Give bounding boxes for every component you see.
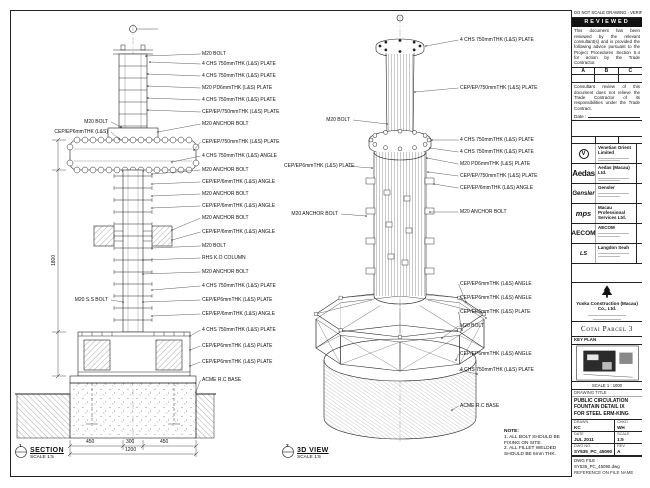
issue-row xyxy=(572,136,642,144)
stamp-space xyxy=(572,121,642,145)
reviewed-date-line xyxy=(588,114,640,119)
key-plan-image xyxy=(575,345,639,381)
file-line: DWG FILE : SY535_PC_45090.dwg xyxy=(574,458,620,470)
contractor-detail-line xyxy=(588,314,626,316)
key-plan-label: KEY PLAN xyxy=(574,337,597,343)
contractor-block: Yuska Construction (Macau) Co., Ltd. xyxy=(572,283,642,323)
revision-box xyxy=(636,224,642,244)
blank-rows xyxy=(572,264,642,283)
meta-rev: REV A xyxy=(615,444,642,456)
contractor-detail-line xyxy=(593,318,621,320)
revision-box xyxy=(636,244,642,264)
meta-drawn: DRAWN KC xyxy=(572,420,616,433)
reviewed-checkbox xyxy=(619,75,642,82)
reviewed-date-label: Date : xyxy=(574,113,587,119)
project-name: Cotai Parcel 3 xyxy=(572,322,642,338)
reviewed-stamp: REVIEWED This document has been reviewed… xyxy=(572,17,642,122)
section-view-drawing xyxy=(15,24,216,458)
reference-line: REFERENCE ON FILE NAME xyxy=(574,469,634,475)
reviewed-checkbox xyxy=(595,74,619,82)
consultant-name: Macau Professional Services Ltd. xyxy=(598,205,627,221)
consultant-name: Venetian Orient Limited xyxy=(598,145,632,156)
reviewed-option-c: C xyxy=(618,68,642,75)
meta-scale: SCALE 1:5 xyxy=(615,432,642,444)
key-plan-row: KEY PLAN xyxy=(572,337,642,345)
key-plan-scale: SCALE 1 : 1000 xyxy=(572,382,642,390)
reviewed-checkbox xyxy=(572,74,596,82)
meta-grid: DRAWN KC CHKD WH DATE JUL 2011 SCALE 1:5… xyxy=(572,420,642,457)
consultant-logo: mps xyxy=(572,204,596,224)
key-plan-thumbnail xyxy=(572,345,642,382)
revision-box xyxy=(636,164,642,184)
reviewed-option-a: A xyxy=(572,67,596,75)
drawing-title: PUBLIC CIRCULATION FOUNTAIN DETAIL IX FO… xyxy=(572,397,642,421)
sheet-note: DO NOT SCALE DRAWING - VERIFY ALL DIMENS… xyxy=(572,10,642,18)
meta-date: DATE JUL 2011 xyxy=(572,432,616,444)
consultant-logo: Gensler xyxy=(572,184,596,204)
consultant-logo: V xyxy=(572,144,596,164)
reviewed-disclaimer: Consultant review of this document does … xyxy=(574,84,640,111)
consultant-name: Langdon Seah xyxy=(598,245,630,251)
contractor-name: Yuska Construction (Macau) Co., Ltd. xyxy=(576,300,638,312)
consultant-logo: Aedas xyxy=(572,164,596,184)
consultant-name: AECOM xyxy=(598,225,615,231)
reviewed-options-table: A B C xyxy=(572,66,642,83)
consultant-logo: AECOM xyxy=(571,224,596,244)
drawing-title-line: PUBLIC CIRCULATION xyxy=(574,397,629,404)
3d-view-drawing xyxy=(282,14,486,458)
reviewed-header: REVIEWED xyxy=(572,17,642,27)
reviewed-body: This document has been reviewed by the r… xyxy=(574,28,640,66)
reviewed-option-b: B xyxy=(595,67,619,75)
meta-chkd: CHKD WH xyxy=(615,420,642,433)
title-block: DO NOT SCALE DRAWING - VERIFY ALL DIMENS… xyxy=(571,10,642,477)
tree-logo-icon xyxy=(601,285,613,298)
reviewed-date-row: Date : xyxy=(572,112,642,120)
drawing-title-line: FOR STEEL ERM-KING xyxy=(574,410,629,417)
consultant-logo: LS xyxy=(572,244,596,264)
consultant-name: Gensler xyxy=(598,185,615,191)
drawing-title-label: DRAWING TITLE xyxy=(572,390,642,397)
revision-box xyxy=(636,184,642,204)
meta-dwg-no: DWG NO. SY535_PC_45090 xyxy=(572,443,616,456)
file-block: DWG FILE : SY535_PC_45090.dwg REFERENCE … xyxy=(572,457,642,477)
revision-box xyxy=(636,204,642,224)
revision-box xyxy=(636,144,642,164)
consultant-name: Aedas (Macau) Ltd. xyxy=(598,165,630,176)
drawing-title-line: FOUNTAIN DETAIL IX xyxy=(574,404,625,411)
